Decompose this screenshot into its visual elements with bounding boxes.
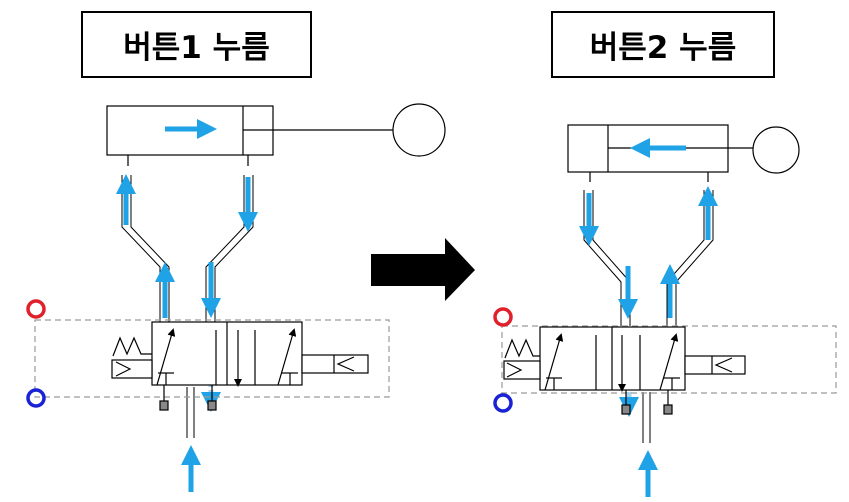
right-state [493,124,837,497]
left-valve [111,321,369,411]
right-bottom-marker [493,393,513,413]
left-dashed-frame [34,319,390,398]
right-top-marker [493,307,513,327]
right-valve [503,326,746,415]
left-tubes [121,175,254,438]
left-cylinder [106,103,446,166]
left-state [26,103,446,492]
right-cylinder [567,124,800,182]
button1-press-text: 버튼1 누름 [123,30,270,66]
right-arrow-icon [371,238,475,301]
left-flow-arrows [116,174,258,492]
button2-press-text: 버튼2 누름 [589,30,737,66]
left-bottom-marker [26,388,46,408]
button2-press-label: 버튼2 누름 [551,11,775,78]
right-flow-arrows [579,186,718,497]
left-top-marker [26,299,46,319]
button1-press-label: 버튼1 누름 [81,11,312,78]
right-tubes [583,190,714,443]
